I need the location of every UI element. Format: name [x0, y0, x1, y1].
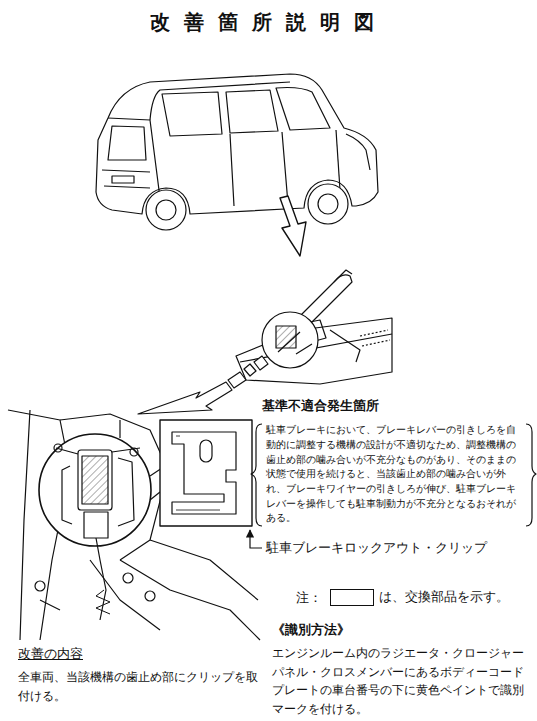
part-name: 駐車ブレーキロックアウト・クリップ: [266, 540, 528, 557]
bracket: [526, 424, 536, 526]
section-heading: 基準不適合発生箇所: [262, 398, 526, 414]
pointer-arrow: [138, 356, 268, 414]
note-text: エンジンルーム内のラジエータ・クロージャーパネル・クロスメンバーにあるボディーコ…: [272, 644, 530, 718]
legend-text: は、交換部品を示す。: [379, 588, 509, 606]
leader-arrow: [250, 530, 262, 548]
lockout-clip-inset: [160, 420, 252, 526]
adjuster-mechanism: [8, 410, 260, 640]
parking-brake-lever: [236, 270, 392, 384]
description-block: 基準不適合発生箇所駐車ブレーキにおいて、ブレーキレバーの引きしろを自動的に調整す…: [262, 398, 526, 526]
legend-swatch: [330, 589, 374, 606]
page-title: 改善箇所説明図: [0, 8, 537, 37]
description-text: 駐車ブレーキにおいて、ブレーキレバーの引きしろを自動的に調整する機構の設計が不適…: [262, 423, 526, 526]
section-heading: 改善の内容: [18, 646, 138, 663]
note-text: 全車両、当該機構の歯止め部にクリップを取付ける。: [18, 668, 262, 705]
pointer-arrow: [280, 196, 306, 256]
minivan: [96, 74, 378, 230]
note-mark: 注：: [296, 590, 330, 607]
section-heading: 《識別方法》: [272, 622, 472, 639]
bracket: [251, 424, 262, 526]
legend-entry: は、交換部品を示す。: [330, 588, 509, 606]
